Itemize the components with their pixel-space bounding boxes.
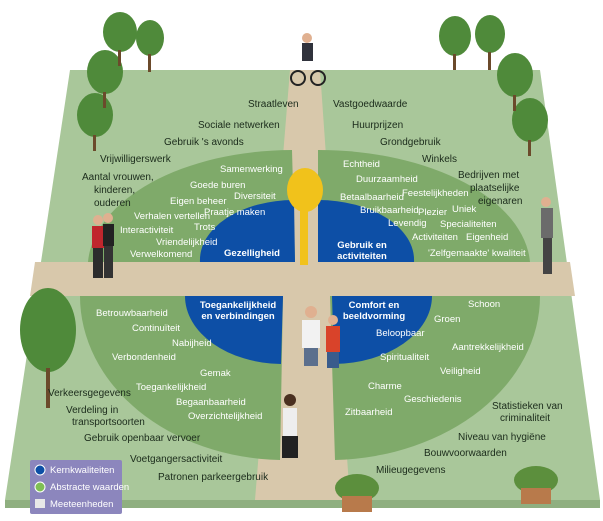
core-label-toegank-2: en verbindingen [201, 311, 275, 322]
value-label: Uniek [452, 204, 477, 215]
values-se: Schoon Groen Beloopbaar Aantrekkelijkhei… [345, 299, 524, 418]
measure-label: Aantal vrouwen, [82, 172, 154, 183]
core-label-gebruik-2: activiteiten [337, 251, 387, 262]
path-horizontal [30, 262, 575, 296]
value-label: Trots [194, 222, 216, 233]
values-sw: Betrouwbaarheid Continuïteit Nabijheid V… [96, 308, 262, 422]
value-label: Geschiedenis [404, 394, 462, 405]
value-label: Verhalen vertellen [134, 211, 210, 222]
value-label: Overzichtelijkheid [188, 411, 262, 422]
measures-ne: Vastgoedwaarde Huurprijzen Grondgebruik … [333, 99, 522, 207]
value-label: Activiteiten [412, 232, 458, 243]
measure-label: criminaliteit [500, 413, 550, 424]
measure-label: Gebruik 's avonds [164, 137, 244, 148]
measures-sw: Verkeersgegevens Verdeling in transports… [48, 388, 269, 483]
value-label: Echtheid [343, 159, 380, 170]
measure-label: kinderen, [94, 185, 135, 196]
measure-label: Verdeling in [66, 405, 118, 416]
value-label: Diversiteit [234, 191, 276, 202]
values-ne: Echtheid Duurzaamheid Feestelijkheden Be… [340, 159, 526, 259]
value-label: Levendig [388, 218, 427, 229]
core-ne [318, 199, 415, 262]
value-label: Praatje maken [204, 207, 265, 218]
plaza-shadow-edge [5, 500, 600, 508]
core-label-comfort-2: beeldvorming [343, 311, 405, 322]
legend: Kernkwaliteiten Abstracte waarden Meetee… [30, 460, 129, 514]
measure-label: Voetgangersactiviteit [130, 454, 223, 465]
value-label: 'Zelfgemaakte' kwaliteit [428, 248, 526, 259]
value-label: Toegankelijkheid [136, 382, 206, 393]
measure-label: Straatleven [248, 99, 299, 110]
value-label: Eigen beheer [170, 196, 227, 207]
value-label: Aantrekkelijkheid [452, 342, 524, 353]
value-label: Specialiteiten [440, 219, 497, 230]
measures-se: Statistieken van criminaliteit Niveau va… [376, 401, 563, 476]
measure-label: Milieugegevens [376, 465, 446, 476]
measure-label: Patronen parkeergebruik [158, 472, 269, 483]
core-se [332, 296, 432, 364]
core-sw [185, 296, 283, 364]
value-label: Eigenheid [466, 232, 508, 243]
value-label: Betaalbaarheid [340, 192, 404, 203]
core-label-gebruik-1: Gebruik en [337, 240, 387, 251]
measure-label: Huurprijzen [352, 120, 403, 131]
value-label: Gemak [200, 368, 231, 379]
value-label: Zitbaarheid [345, 407, 393, 418]
measure-label: Verkeersgegevens [48, 388, 131, 399]
value-label: Goede buren [190, 180, 245, 191]
value-label: Nabijheid [172, 338, 212, 349]
value-label: Veiligheid [440, 366, 481, 377]
measure-label: eigenaren [478, 196, 522, 207]
value-label: Verwelkomend [130, 249, 192, 260]
value-label: Schoon [468, 299, 500, 310]
legend-kern-label: Kernkwaliteiten [50, 465, 114, 476]
measure-label: ouderen [94, 198, 131, 209]
core-label-toegank-1: Toegankelijkheid [200, 300, 277, 311]
value-label: Duurzaamheid [356, 174, 418, 185]
measure-label: Sociale netwerken [198, 120, 280, 131]
people-icon [92, 33, 553, 458]
value-label: Interactiviteit [120, 225, 174, 236]
value-label: Verbondenheid [112, 352, 176, 363]
core-label-gezelligheid: Gezelligheid [224, 248, 280, 259]
measure-label: Bouwvoorwaarden [424, 448, 507, 459]
legend-meet-label: Meeteenheden [50, 499, 113, 510]
legend-kern-swatch [34, 464, 46, 476]
core-label-comfort-1: Comfort en [349, 300, 400, 311]
value-label: Beloopbaar [376, 328, 425, 339]
values-nw: Samenwerking Goede buren Diversiteit Eig… [120, 164, 283, 260]
value-label: Plezier [418, 207, 447, 218]
value-label: Samenwerking [220, 164, 283, 175]
measure-label: Grondgebruik [380, 137, 442, 148]
value-label: Groen [434, 314, 460, 325]
flower-planter-icon [335, 466, 558, 512]
tree-trunk-icon [46, 50, 531, 408]
measures-nw: Straatleven Sociale netwerken Gebruik 's… [82, 99, 299, 209]
measure-label: Winkels [422, 154, 457, 165]
value-label: Bruikbaarheid [360, 205, 419, 216]
value-label: Vriendelijkheid [156, 237, 217, 248]
measure-label: Vastgoedwaarde [333, 99, 408, 110]
measure-label: Statistieken van [492, 401, 563, 412]
measure-label: plaatselijke [470, 183, 520, 194]
legend-abstract-swatch [34, 481, 46, 493]
value-label: Spiritualiteit [380, 352, 429, 363]
measure-label: Niveau van hygiëne [458, 432, 546, 443]
measure-label: Bedrijven met [458, 170, 519, 181]
value-label: Charme [368, 381, 402, 392]
measure-label: Gebruik openbaar vervoer [84, 433, 201, 444]
core-nw [199, 199, 295, 262]
value-label: Begaanbaarheid [176, 397, 246, 408]
legend-meet-swatch [35, 499, 45, 508]
value-label: Feestelijkheden [402, 188, 469, 199]
measure-label: transportsoorten [72, 417, 145, 428]
value-label: Continuïteit [132, 323, 180, 334]
measure-label: Vrijwilligerswerk [100, 154, 172, 165]
legend-abstract-label: Abstracte waarden [50, 482, 129, 493]
value-label: Betrouwbaarheid [96, 308, 168, 319]
